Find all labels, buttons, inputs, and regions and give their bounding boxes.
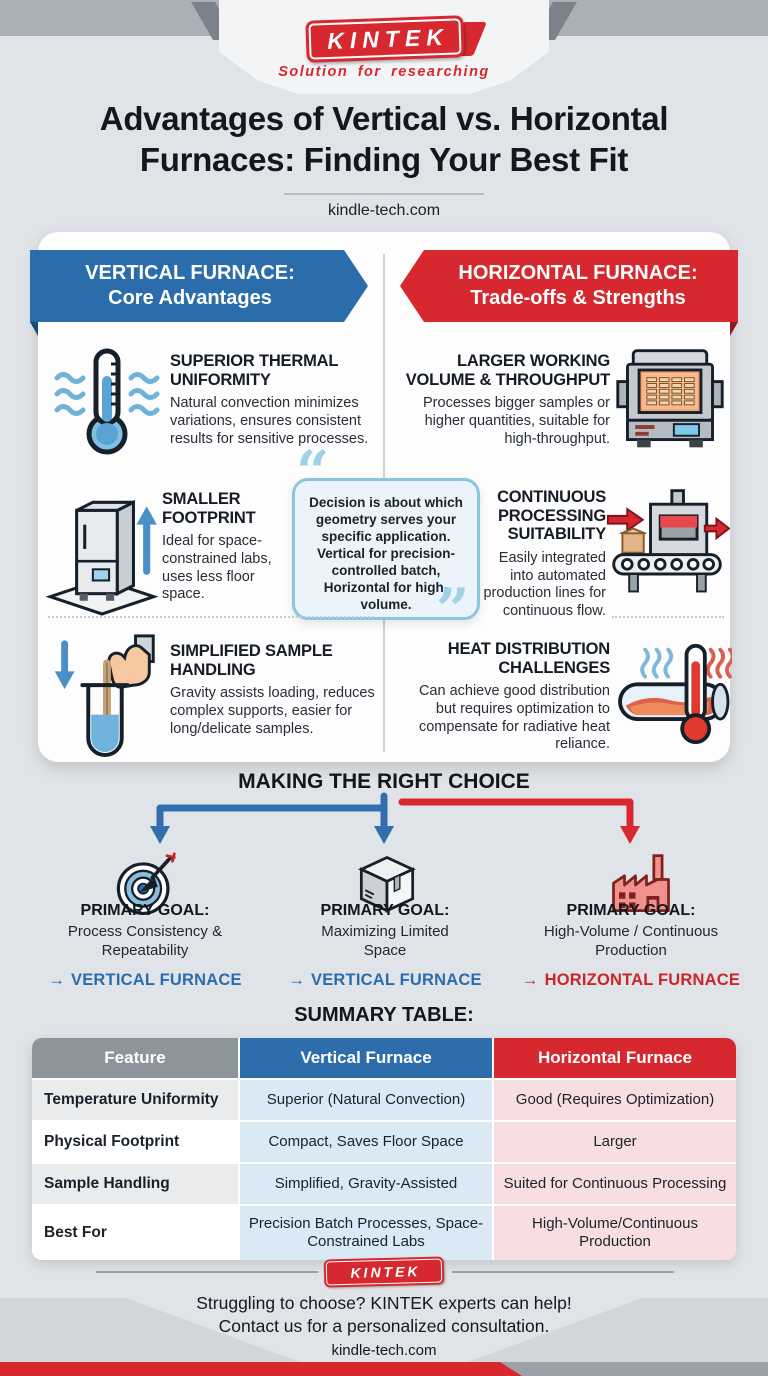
- feature-title: HEAT DISTRIBUTION CHALLENGES: [447, 640, 610, 677]
- quote-text: Decision is about which geometry serves …: [309, 495, 463, 612]
- footer-line-2: Contact us for a personalized consultati…: [218, 1316, 550, 1336]
- table-cell-vertical: Compact, Saves Floor Space: [240, 1122, 492, 1162]
- close-quote-icon: ”: [436, 576, 470, 644]
- bottom-bar-red: [0, 1362, 522, 1376]
- tube-thermometer-icon: [616, 640, 732, 746]
- table-cell-feature: Temperature Uniformity: [32, 1080, 238, 1120]
- feature-title: CONTINUOUS PROCESSING SUITABILITY: [497, 488, 606, 544]
- recommendation-label: HORIZONTAL FURNACE: [544, 970, 741, 989]
- column-header-vertical: Vertical Furnace: [240, 1038, 492, 1078]
- brand-tagline: Solution for researching: [278, 64, 490, 80]
- title-divider: [284, 193, 484, 195]
- goal-label: PRIMARY GOAL:: [80, 902, 210, 919]
- feature-block: SMALLER FOOTPRINT Ideal for space-constr…: [162, 490, 288, 604]
- blue-ribbon-fold: [30, 322, 38, 336]
- table-cell-horizontal: Larger: [494, 1122, 736, 1162]
- feature-block: LARGER WORKING VOLUME & THROUGHPUT Proce…: [390, 352, 610, 448]
- banner-line-1: HORIZONTAL FURNACE:: [458, 262, 698, 284]
- vertical-furnace-banner: VERTICAL FURNACE: Core Advantages: [30, 250, 368, 322]
- choice-option: PRIMARY GOAL: Process Consistency & Repe…: [30, 902, 260, 990]
- logo-text: KINTEK: [350, 1263, 421, 1281]
- factory-icon: [608, 852, 674, 918]
- table-cell-feature: Physical Footprint: [32, 1122, 238, 1162]
- table-cell-vertical: Superior (Natural Convection): [240, 1080, 492, 1120]
- feature-title: LARGER WORKING VOLUME & THROUGHPUT: [405, 352, 610, 389]
- feature-body: Can achieve good distribution but requir…: [418, 683, 610, 753]
- recommendation: → VERTICAL FURNACE: [30, 971, 260, 990]
- feature-block: HEAT DISTRIBUTION CHALLENGES Can achieve…: [396, 640, 610, 754]
- row-separator: [612, 616, 724, 618]
- recommendation: → HORIZONTAL FURNACE: [516, 971, 746, 990]
- website-link[interactable]: kindle-tech.com: [327, 202, 441, 219]
- feature-title: SIMPLIFIED SAMPLE HANDLING: [170, 642, 333, 679]
- feature-block: CONTINUOUS PROCESSING SUITABILITY Easily…: [478, 488, 606, 621]
- feature-title: SUPERIOR THERMAL UNIFORMITY: [170, 352, 338, 389]
- title-line-2: Furnaces: Finding Your Best Fit: [139, 141, 629, 178]
- footer-message: Struggling to choose? KINTEK experts can…: [0, 1292, 768, 1362]
- column-header-feature: Feature: [32, 1038, 238, 1078]
- choice-heading: MAKING THE RIGHT CHOICE: [238, 770, 530, 793]
- branch-arrows: [150, 792, 640, 844]
- recommendation-label: VERTICAL FURNACE: [311, 970, 482, 989]
- package-icon: [354, 852, 420, 918]
- red-ribbon-fold: [730, 322, 738, 336]
- table-cell-vertical: Precision Batch Processes, Space-Constra…: [240, 1206, 492, 1260]
- goal-text: High-Volume / Continuous Production: [543, 923, 719, 959]
- arrow-icon: →: [48, 970, 66, 989]
- conveyor-icon: [604, 488, 730, 598]
- footer-kintek-logo: KINTEK: [323, 1256, 445, 1288]
- feature-title: SMALLER FOOTPRINT: [162, 490, 256, 527]
- arrow-icon: →: [521, 970, 539, 989]
- footer-website-link[interactable]: kindle-tech.com: [331, 1342, 437, 1359]
- logo-text: KINTEK: [326, 23, 450, 54]
- footer-line-1: Struggling to choose? KINTEK experts can…: [196, 1293, 572, 1313]
- expert-quote: Decision is about which geometry serves …: [292, 478, 480, 620]
- table-cell-horizontal: Suited for Continuous Processing: [494, 1164, 736, 1204]
- arrow-icon: →: [288, 970, 306, 989]
- choice-option: PRIMARY GOAL: Maximizing Limited Space →…: [270, 902, 500, 990]
- feature-body: Gravity assists loading, reduces complex…: [170, 685, 375, 737]
- row-separator: [48, 616, 374, 618]
- footer-divider-right: [452, 1271, 674, 1273]
- table-cell-vertical: Simplified, Gravity-Assisted: [240, 1164, 492, 1204]
- vertical-furnace-icon: [46, 482, 158, 616]
- feature-block: SIMPLIFIED SAMPLE HANDLING Gravity assis…: [170, 642, 388, 738]
- feature-body: Processes bigger samples or higher quant…: [423, 395, 610, 447]
- column-header-horizontal: Horizontal Furnace: [494, 1038, 736, 1078]
- feature-body: Easily integrated into automated product…: [483, 549, 606, 619]
- sample-loading-icon: [50, 630, 160, 758]
- horizontal-furnace-banner: HORIZONTAL FURNACE: Trade-offs & Strengt…: [400, 250, 738, 322]
- goal-text: Maximizing Limited Space: [321, 923, 449, 959]
- table-cell-horizontal: High-Volume/Continuous Production: [494, 1206, 736, 1260]
- feature-body: Natural convection minimizes variations,…: [170, 395, 369, 447]
- title-line-1: Advantages of Vertical vs. Horizontal: [99, 100, 669, 137]
- feature-body: Ideal for space-constrained labs, uses l…: [162, 533, 272, 603]
- footer-divider-left: [96, 1271, 318, 1273]
- choice-option: PRIMARY GOAL: High-Volume / Continuous P…: [516, 902, 746, 990]
- thermometer-icon: [52, 346, 162, 458]
- table-cell-feature: Best For: [32, 1206, 238, 1260]
- open-quote-icon: “: [296, 438, 330, 506]
- banner-line-1: VERTICAL FURNACE:: [85, 262, 295, 284]
- kintek-logo: KINTEK: [305, 15, 465, 63]
- recommendation-label: VERTICAL FURNACE: [71, 970, 242, 989]
- feature-block: SUPERIOR THERMAL UNIFORMITY Natural conv…: [170, 352, 378, 448]
- horizontal-furnace-icon: [612, 344, 728, 454]
- table-cell-feature: Sample Handling: [32, 1164, 238, 1204]
- banner-line-2: Trade-offs & Strengths: [470, 287, 686, 309]
- summary-table: Feature Vertical Furnace Horizontal Furn…: [32, 1038, 736, 1260]
- banner-line-2: Core Advantages: [108, 287, 272, 309]
- goal-text: Process Consistency & Repeatability: [67, 923, 223, 959]
- goal-label: PRIMARY GOAL:: [566, 902, 696, 919]
- summary-table-heading: SUMMARY TABLE:: [294, 1004, 474, 1026]
- table-cell-horizontal: Good (Requires Optimization): [494, 1080, 736, 1120]
- page-title: Advantages of Vertical vs. Horizontal Fu…: [0, 98, 768, 180]
- recommendation: → VERTICAL FURNACE: [270, 971, 500, 990]
- goal-label: PRIMARY GOAL:: [320, 902, 450, 919]
- target-icon: [112, 852, 178, 918]
